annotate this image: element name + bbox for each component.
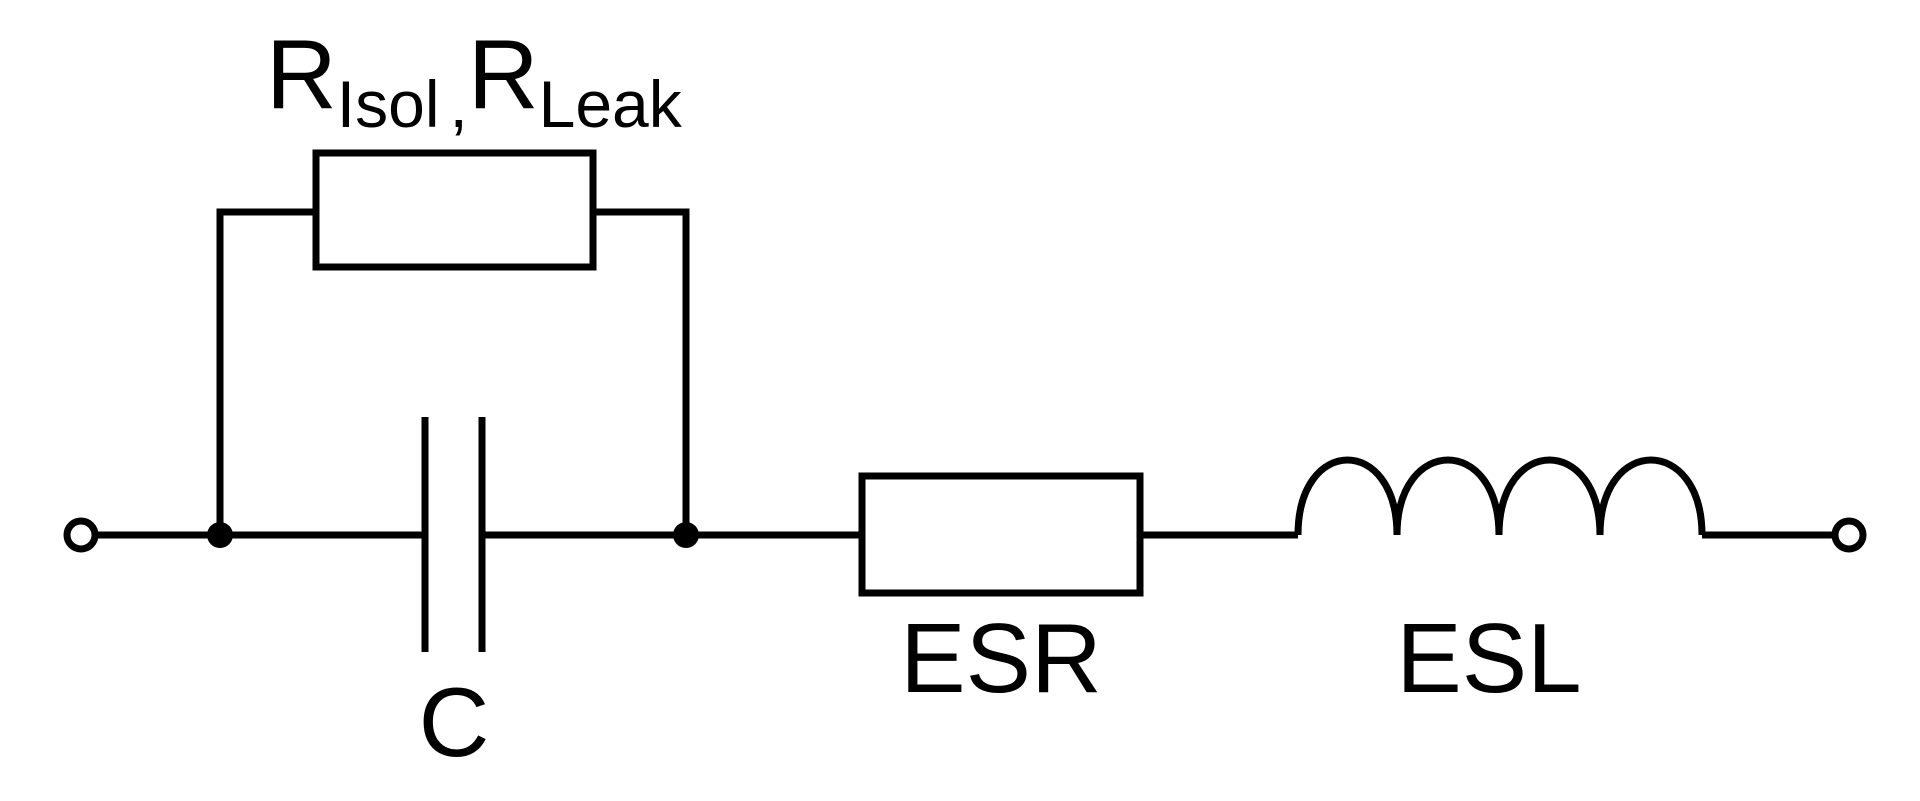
output-terminal <box>1831 517 1867 553</box>
r-isol-leak-resistor <box>312 149 597 271</box>
r-isol-sub-text: Isol <box>337 67 440 141</box>
parallel-wire-left <box>216 208 316 535</box>
capacitor-label: C <box>419 667 490 777</box>
r-isol-main-text: R <box>266 19 337 129</box>
r-leak-main-text: R <box>468 19 539 129</box>
esr-label: ESR <box>900 603 1102 713</box>
esr-resistor <box>858 472 1144 597</box>
input-terminal <box>63 517 99 553</box>
parallel-wire-right <box>593 208 690 535</box>
r-isol-leak-label: RIsol,RLeak <box>266 19 683 141</box>
esl-label: ESL <box>1396 603 1581 713</box>
r-leak-sub-text: Leak <box>539 67 683 141</box>
junction-node-right <box>673 522 699 548</box>
label-separator: , <box>450 67 468 141</box>
junction-node-left <box>207 522 233 548</box>
esl-inductor <box>1294 456 1706 536</box>
